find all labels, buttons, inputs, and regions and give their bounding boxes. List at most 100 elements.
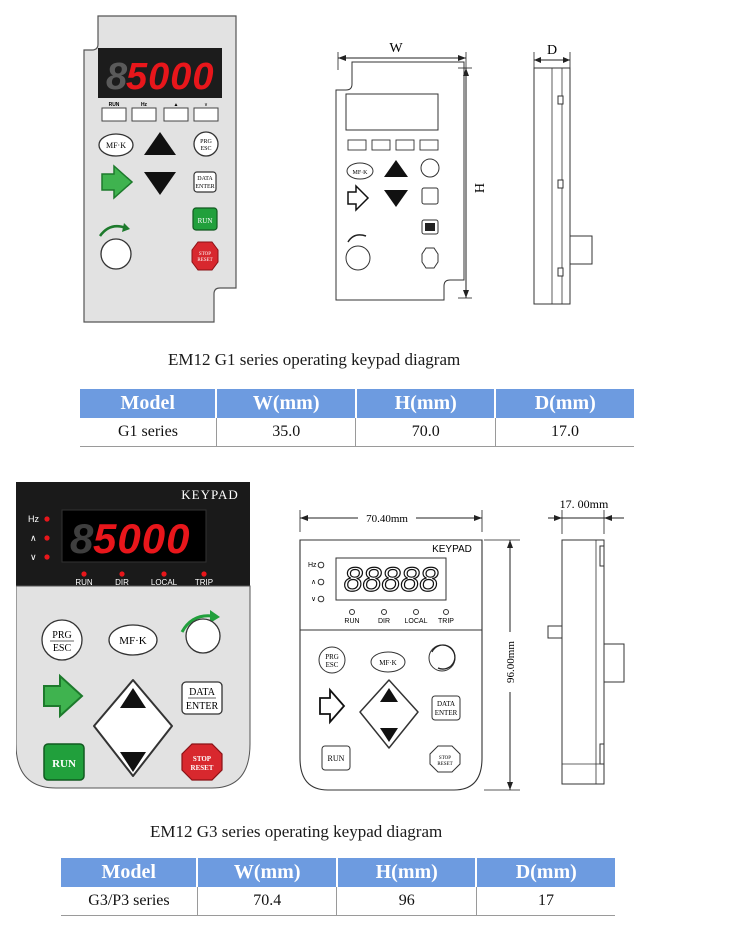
- svg-text:ESC: ESC: [326, 661, 339, 669]
- g3-width-label: 70.40mm: [366, 513, 408, 525]
- g3-depth-label: 17. 00mm: [560, 497, 609, 511]
- g1-depth-label: D: [547, 43, 557, 58]
- g3-keypad-illustration: KEYPAD Hz ∧ ∨ 8 5000 RUN DIR LOCAL TRIP …: [16, 482, 251, 789]
- g3-table-header-row: Model W(mm) H(mm) D(mm): [61, 858, 615, 887]
- g1-keypad-illustration: 8 5000 RUN Hz ▲ ∨ MF·K PRG ESC DATA ENTE…: [83, 15, 237, 323]
- g1-indicator-run: RUN: [109, 102, 120, 108]
- g3-prg-esc-button: [41, 619, 83, 661]
- g3-unit-a: ∧: [30, 533, 37, 543]
- svg-text:∨: ∨: [311, 596, 316, 603]
- g1-cell-model: G1 series: [80, 418, 217, 447]
- g3-display-readout: 5000: [93, 515, 190, 562]
- g3-unit-hz: Hz: [28, 514, 39, 524]
- g3-cell-h: 96: [336, 887, 477, 916]
- g1-height-label: H: [473, 183, 488, 193]
- g1-mfk-button: [98, 133, 134, 157]
- svg-text:∧: ∧: [311, 579, 316, 586]
- g3-cell-d: 17: [476, 887, 615, 916]
- g3-keypad-title: KEYPAD: [181, 487, 239, 502]
- g1-table-header-row: Model W(mm) H(mm) D(mm): [80, 389, 634, 418]
- g3-outline-title: KEYPAD: [432, 544, 472, 555]
- g1-display-ghost-digit: 8: [106, 56, 128, 98]
- svg-text:PRG: PRG: [52, 630, 71, 641]
- g1-outline-front-view: W MF·K H: [335, 41, 488, 301]
- g3-down-arrow-icon: [120, 752, 146, 772]
- g1-cell-d: 17.0: [495, 418, 634, 447]
- svg-text:RESET: RESET: [197, 258, 212, 263]
- g1-spec-table: Model W(mm) H(mm) D(mm) G1 series 35.0 7…: [80, 389, 634, 447]
- svg-text:DATA: DATA: [437, 700, 455, 708]
- svg-text:ENTER: ENTER: [186, 701, 219, 712]
- g3-display-ghost-digit: 8: [70, 515, 94, 562]
- svg-text:PRG: PRG: [325, 653, 339, 661]
- g3-potentiometer-knob: [185, 618, 221, 654]
- svg-text:MF·K: MF·K: [106, 141, 126, 150]
- svg-text:RUN: RUN: [328, 754, 345, 763]
- svg-text:RUN: RUN: [344, 618, 359, 625]
- svg-text:DATA: DATA: [189, 687, 216, 698]
- svg-text:TRIP: TRIP: [438, 618, 454, 625]
- g1-down-arrow-icon: [144, 172, 176, 195]
- g3-status-dir: DIR: [115, 578, 129, 587]
- g3-knob-arrow-icon: [180, 614, 213, 633]
- g1-header-model: Model: [80, 389, 218, 418]
- g1-width-label: W: [389, 41, 403, 56]
- svg-text:ESC: ESC: [200, 146, 211, 152]
- svg-text:MF·K: MF·K: [352, 170, 368, 176]
- g3-cell-w: 70.4: [197, 887, 338, 916]
- g3-outline-side-view: 17. 00mm: [547, 497, 625, 785]
- svg-text:STOP: STOP: [199, 252, 211, 257]
- g1-display-readout: 5000: [126, 56, 215, 98]
- svg-text:RUN: RUN: [52, 758, 76, 770]
- g1-shift-arrow-icon: [101, 164, 134, 200]
- g1-up-arrow-icon: [144, 132, 176, 155]
- g3-status-trip: TRIP: [195, 578, 213, 587]
- svg-text:Hz: Hz: [308, 562, 317, 569]
- g1-data-enter-button: [193, 171, 217, 193]
- g3-outline-display: 88888: [344, 561, 439, 599]
- g1-outline-side-view: D: [533, 43, 593, 305]
- g3-direction-pad: [93, 679, 173, 777]
- svg-text:STOP: STOP: [193, 755, 212, 763]
- g3-header-d: D(mm): [476, 858, 615, 887]
- g1-header-w: W(mm): [216, 389, 357, 418]
- g3-shift-arrow-icon: [43, 673, 84, 719]
- svg-text:DIR: DIR: [378, 618, 390, 625]
- g1-run-button: [192, 207, 218, 231]
- svg-text:PRG: PRG: [200, 139, 212, 145]
- g1-header-h: H(mm): [355, 389, 497, 418]
- g3-outline-front-view: 70.40mm KEYPAD Hz ∧ ∨ 88888 RUN DIR LOCA…: [299, 510, 520, 791]
- g3-header-w: W(mm): [197, 858, 338, 887]
- g1-caption: EM12 G1 series operating keypad diagram: [168, 350, 461, 369]
- g3-height-label: 96.00mm: [505, 641, 517, 683]
- svg-text:RESET: RESET: [191, 764, 214, 772]
- g3-mfk-button: [108, 624, 158, 656]
- g3-up-arrow-icon: [120, 688, 146, 708]
- g3-header-model: Model: [61, 858, 199, 887]
- g1-prg-esc-button: [193, 131, 219, 157]
- g3-stop-reset-button: [181, 743, 223, 781]
- svg-text:DATA: DATA: [197, 176, 213, 182]
- g3-table-row: G3/P3 series 70.4 96 17: [61, 887, 615, 916]
- g1-potentiometer-knob: [100, 238, 132, 270]
- g1-indicator-hz: Hz: [141, 102, 148, 108]
- g3-status-run: RUN: [75, 578, 93, 587]
- svg-text:STOP: STOP: [439, 756, 451, 761]
- g1-table-row: G1 series 35.0 70.0 17.0: [80, 418, 634, 447]
- svg-text:RUN: RUN: [198, 217, 213, 225]
- g3-unit-v: ∨: [30, 552, 37, 562]
- g1-header-d: D(mm): [495, 389, 634, 418]
- g1-cell-h: 70.0: [355, 418, 496, 447]
- g1-indicator-a: ▲: [174, 102, 179, 108]
- g1-stop-reset-button: [191, 241, 219, 271]
- svg-text:RESET: RESET: [437, 762, 452, 767]
- g3-run-button: [43, 743, 85, 781]
- g1-cell-w: 35.0: [216, 418, 357, 447]
- svg-text:ENTER: ENTER: [195, 184, 214, 190]
- svg-text:ESC: ESC: [53, 643, 72, 654]
- g3-caption: EM12 G3 series operating keypad diagram: [150, 822, 443, 841]
- g3-spec-table: Model W(mm) H(mm) D(mm) G3/P3 series 70.…: [61, 858, 615, 916]
- svg-text:MF·K: MF·K: [119, 635, 147, 647]
- svg-text:LOCAL: LOCAL: [405, 618, 428, 625]
- g3-status-local: LOCAL: [151, 578, 178, 587]
